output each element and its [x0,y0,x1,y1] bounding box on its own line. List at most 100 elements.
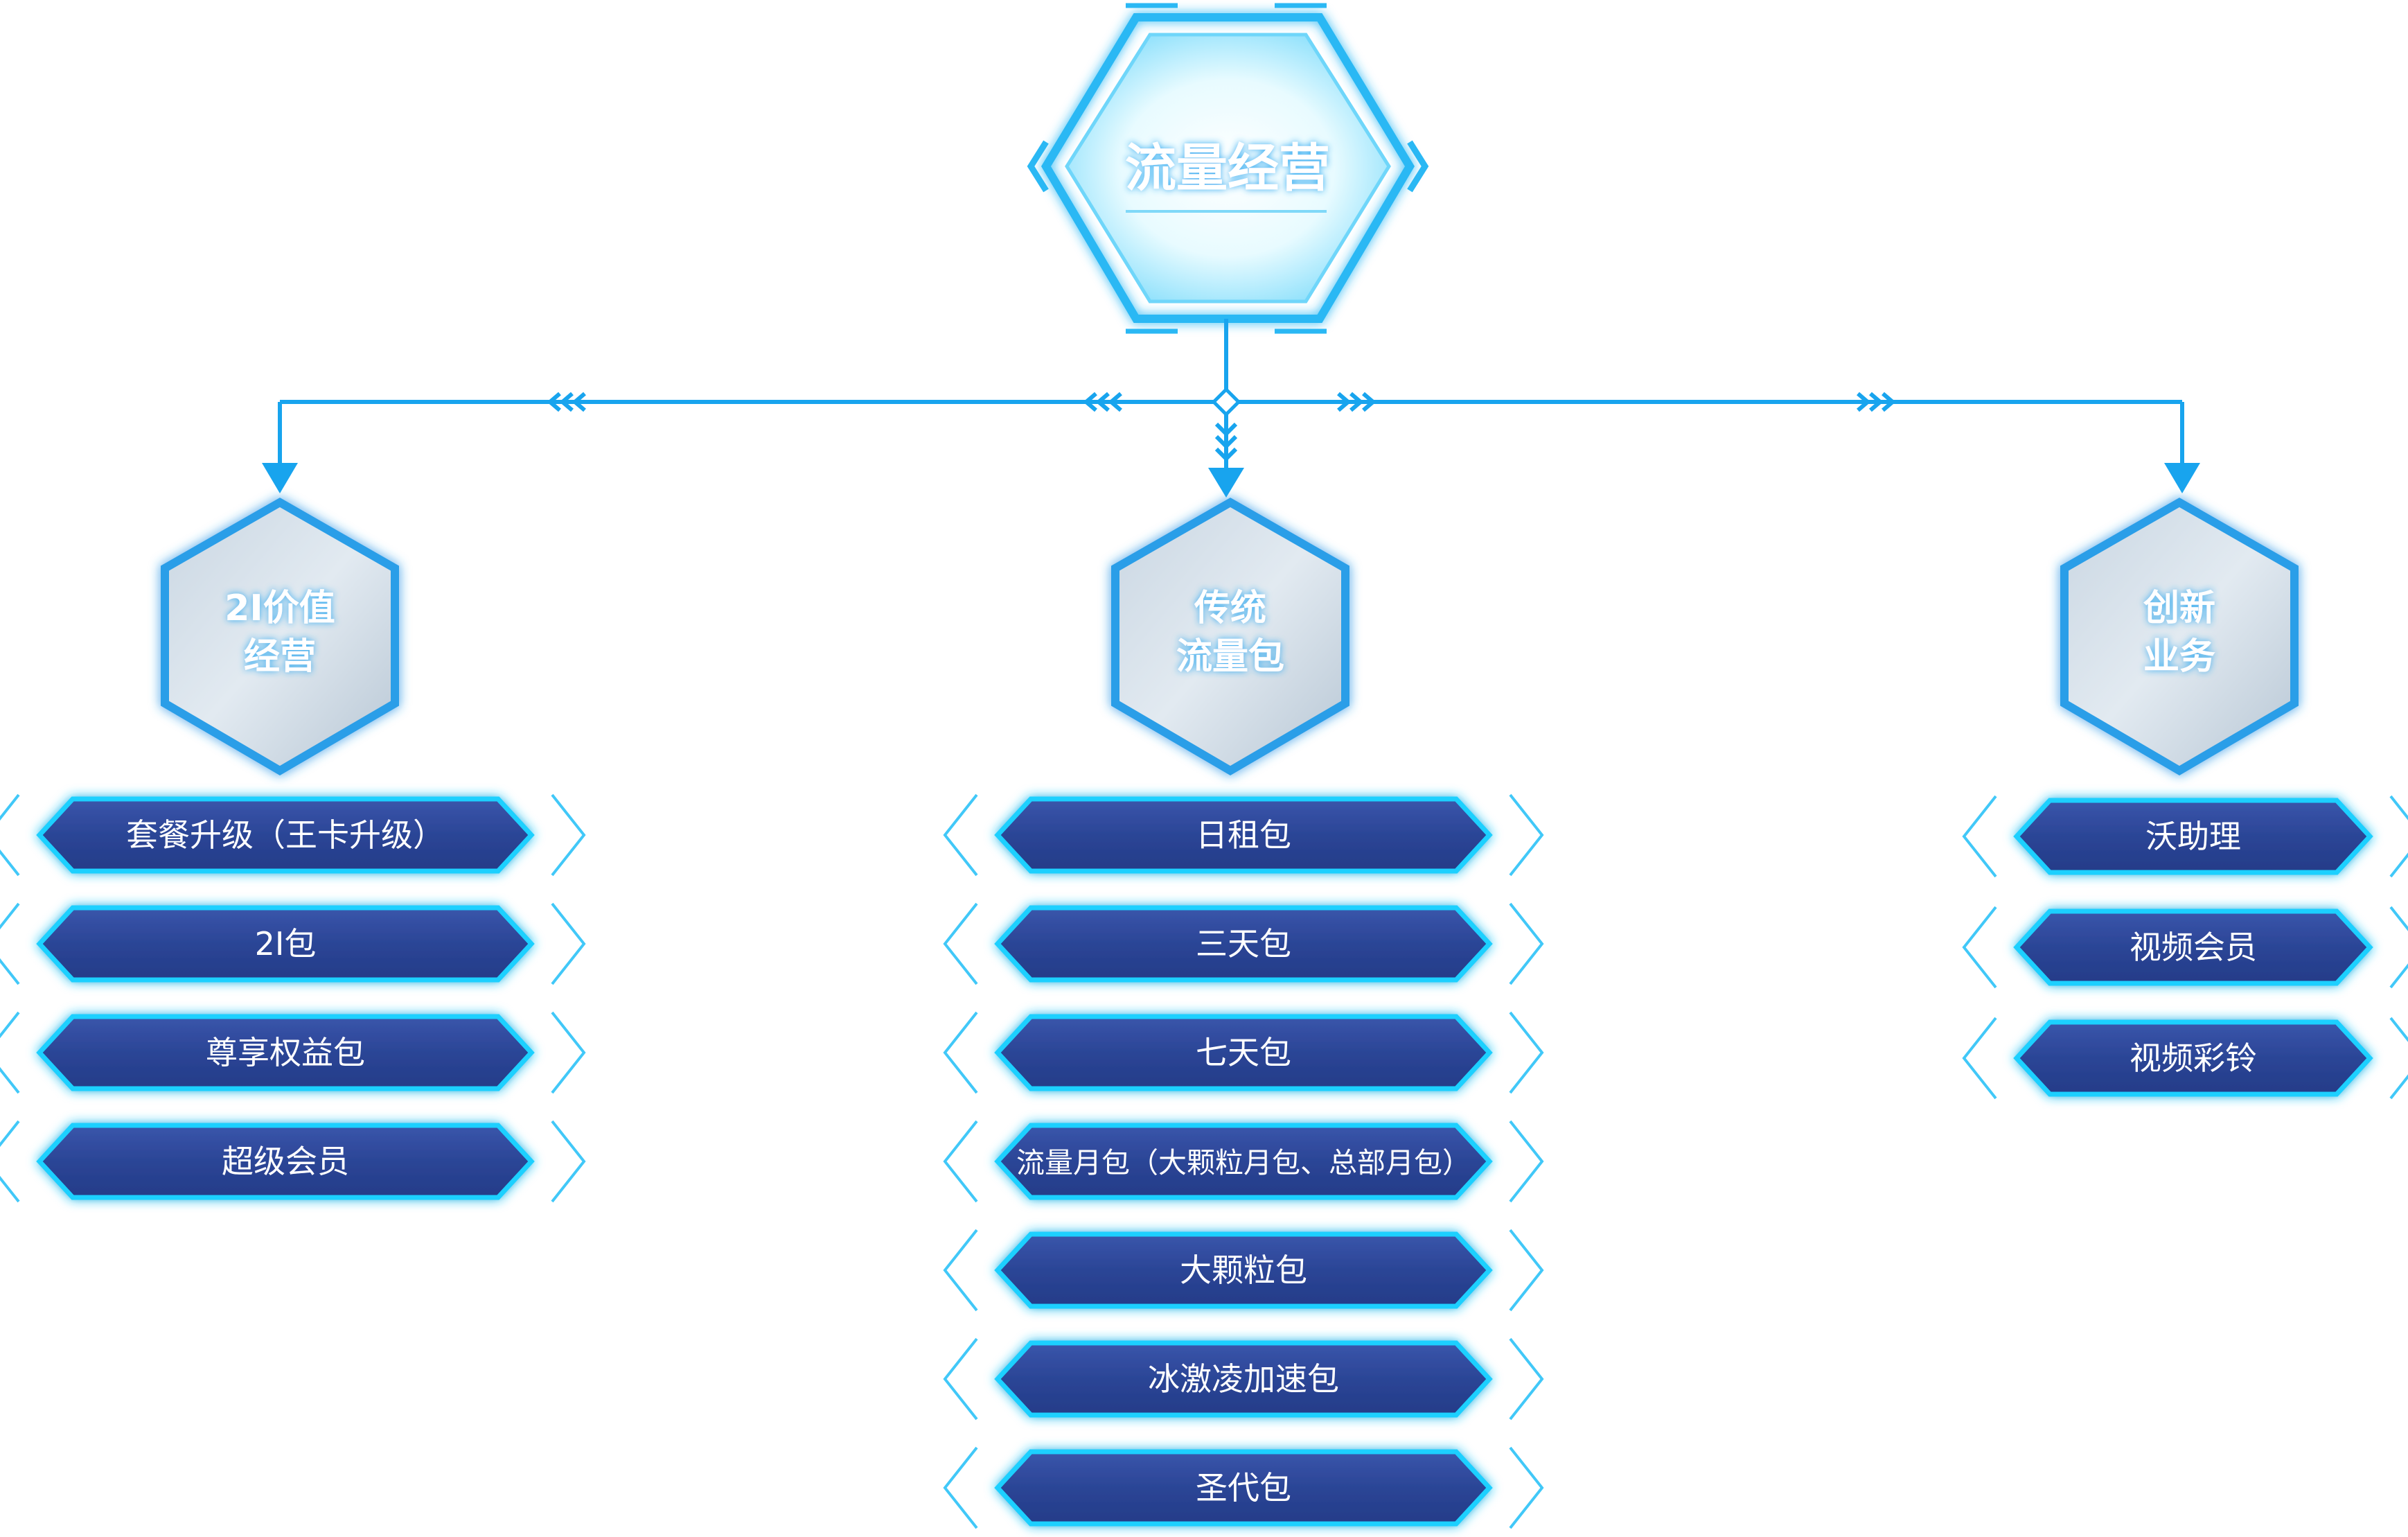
left-bracket-icon [943,902,978,985]
item-button[interactable]: 视频会员 [1962,906,2408,989]
left-bracket-icon [943,793,978,877]
item-button[interactable]: 沃助理 [1962,795,2408,878]
item-pill [36,1014,535,1091]
item-label: 七天包 [1196,1034,1291,1071]
item-button[interactable]: 尊享权益包 [0,1011,586,1094]
diamond-junction-icon [1211,387,1241,417]
down-arrow-icon [1208,468,1244,498]
item-label: 冰激凌加速包 [1148,1360,1339,1398]
item-pill [994,1123,1493,1200]
category-label-line1: 创新 [2143,588,2215,629]
left-bracket-icon [0,1120,20,1203]
right-bracket-icon [551,1011,586,1094]
item-label: 视频会员 [2130,929,2257,966]
item-pill [36,1123,535,1200]
item-button[interactable]: 套餐升级（王卡升级） [0,793,586,877]
right-bracket-icon [2389,795,2408,878]
item-pill [994,1340,1493,1418]
left-bracket-icon [1962,906,1997,989]
item-button[interactable]: 超级会员 [0,1120,586,1203]
category-node-right: 创新 业务 [2060,498,2299,775]
category-label-line2: 业务 [2143,636,2215,678]
item-pill [994,1014,1493,1091]
item-pill [36,905,535,983]
right-bracket-icon [1509,1337,1544,1421]
item-button[interactable]: 日租包 [943,793,1544,877]
category-node-left: 2I价值 经营 [161,498,399,775]
double-chevron-arrow-icon [1214,422,1238,462]
double-chevron-arrow-icon [1857,392,1896,412]
double-chevron-arrow-icon [1083,392,1122,412]
item-pill [2013,798,2373,875]
item-label: 三天包 [1196,925,1291,963]
item-label: 超级会员 [222,1143,349,1180]
right-bracket-icon [2389,906,2408,989]
item-label: 日租包 [1196,816,1291,854]
down-arrow-icon [2164,463,2200,493]
item-button[interactable]: 七天包 [943,1011,1544,1094]
category-hex [1111,498,1349,775]
right-bracket-icon [1509,1120,1544,1203]
root-title: 流量经营 [1125,139,1330,198]
category-node-center: 传统 流量包 [1111,498,1349,775]
double-chevron-arrow-icon [547,392,586,412]
right-bracket-icon [551,793,586,877]
double-chevron-arrow-icon [1337,392,1376,412]
item-button[interactable]: 冰激凌加速包 [943,1337,1544,1421]
item-label: 沃助理 [2145,818,2241,855]
item-button[interactable]: 三天包 [943,902,1544,985]
category-label-line1: 2I价值 [224,588,335,629]
left-bracket-icon [943,1446,978,1529]
root-node: 流量经营 [1027,3,1429,334]
left-bracket-icon [943,1011,978,1094]
item-button[interactable]: 流量月包（大颗粒月包、总部月包） [943,1120,1544,1203]
left-bracket-icon [1962,1017,1997,1100]
left-bracket-icon [943,1229,978,1312]
category-label-line2: 经营 [244,636,316,678]
item-pill [2013,1019,2373,1097]
root-left-bracket [1027,140,1049,193]
right-bracket-icon [551,1120,586,1203]
root-hex-outer [1041,13,1415,323]
bus-chevrons [547,392,1896,412]
right-bracket-icon [1509,1229,1544,1312]
item-label: 尊享权益包 [206,1034,365,1071]
left-bracket-icon [0,902,20,985]
root-right-bracket [1407,140,1429,193]
item-pill [36,796,535,874]
root-hex-inner [1065,33,1391,304]
down-arrow-icon [262,463,298,493]
left-bracket-icon [0,793,20,877]
left-bracket-icon [943,1337,978,1421]
right-bracket-icon [1509,1446,1544,1529]
item-pill [994,796,1493,874]
item-button[interactable]: 大颗粒包 [943,1229,1544,1312]
item-pill [2013,908,2373,986]
down-arrows [262,463,2200,498]
right-bracket-icon [1509,793,1544,877]
right-bracket-icon [1509,1011,1544,1094]
item-label: 大颗粒包 [1180,1251,1307,1289]
item-label: 流量月包（大颗粒月包、总部月包） [1016,1146,1471,1179]
right-bracket-icon [2389,1017,2408,1100]
left-bracket-icon [943,1120,978,1203]
category-hex [2060,498,2299,775]
category-label-line2: 流量包 [1176,636,1284,678]
category-label-line1: 传统 [1194,588,1266,629]
right-bracket-icon [551,902,586,985]
item-pill [994,1449,1493,1527]
item-button[interactable]: 2I包 [0,902,586,985]
item-button[interactable]: 圣代包 [943,1446,1544,1529]
item-pill [994,905,1493,983]
item-label: 套餐升级（王卡升级） [126,816,445,854]
right-bracket-icon [1509,902,1544,985]
item-label: 2I包 [255,925,317,963]
item-button[interactable]: 视频彩铃 [1962,1017,2408,1100]
left-bracket-icon [0,1011,20,1094]
category-hex [161,498,399,775]
item-label: 圣代包 [1196,1469,1291,1507]
left-bracket-icon [1962,795,1997,878]
